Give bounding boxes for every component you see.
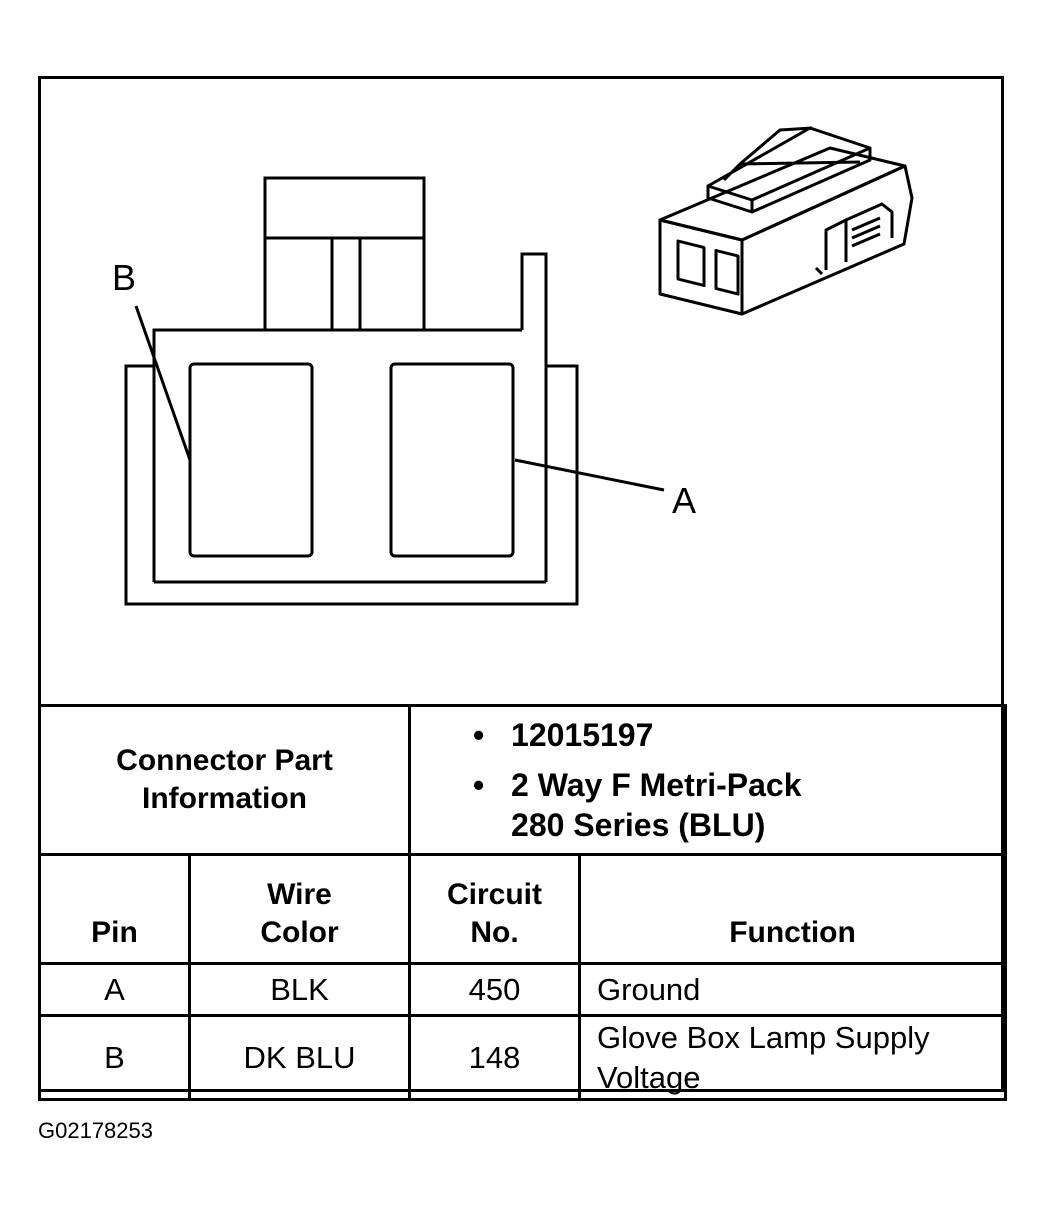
info-label-line: Information (142, 782, 307, 815)
pin-cell: A (38, 962, 191, 1017)
connector-face-view (124, 176, 665, 606)
connector-isometric-view (658, 126, 914, 316)
bullet-icon: • (473, 767, 485, 803)
function-line: Voltage (597, 1059, 701, 1095)
lock-tab (263, 176, 426, 330)
header-circuit-no-line: No. (470, 916, 519, 949)
header-pin-label: Pin (91, 916, 138, 949)
part-number-item: • 12015197 (471, 715, 1004, 755)
header-function: Function (578, 853, 1008, 965)
callout-a: A (672, 480, 696, 521)
table-row: B DK BLU 148 Glove Box Lamp Supply Volta… (38, 1014, 1008, 1101)
connector-part-info-row: Connector Part Information • 12015197 • … (37, 704, 1008, 856)
header-pin: Pin (38, 853, 191, 965)
connector-diagram: B A (112, 126, 914, 606)
connector-type-line: 280 Series (BLU) (511, 807, 766, 843)
column-header-row: Pin Wire Color Circuit No. Function (38, 853, 1008, 965)
iso-cavity-right (714, 248, 740, 296)
callout-b: B (112, 257, 136, 298)
part-number: 12015197 (511, 717, 654, 753)
lock-tab-slot (330, 238, 362, 330)
info-label-line: Connector Part (116, 744, 333, 777)
header-circuit-no: Circuit No. (408, 853, 582, 965)
circuit-cell: 148 (408, 1014, 582, 1101)
leader-line-b (134, 305, 192, 461)
leader-line-a (514, 458, 665, 492)
iso-side-lock (824, 202, 894, 270)
wire-color-cell: BLK (187, 962, 412, 1017)
function-line: Glove Box Lamp Supply (597, 1019, 930, 1055)
latch-post (520, 252, 548, 582)
header-function-label: Function (729, 916, 856, 949)
iso-side-face (741, 164, 914, 316)
inner-body (152, 328, 546, 584)
outer-shroud (124, 364, 579, 606)
function-cell: Ground (578, 962, 1008, 1017)
figure-id: G02178253 (38, 1118, 153, 1143)
connector-type-line: 2 Way F Metri-Pack (511, 767, 802, 803)
circuit-cell: 450 (408, 962, 582, 1017)
connector-info-table: Connector Part Information • 12015197 • … (37, 704, 1008, 1101)
wire-color-cell: DK BLU (187, 1014, 412, 1101)
connector-type-item: • 2 Way F Metri-Pack 280 Series (BLU) (471, 765, 1004, 845)
function-cell: Glove Box Lamp Supply Voltage (578, 1014, 1008, 1101)
table-row: A BLK 450 Ground (38, 962, 1008, 1017)
header-wire-color-line: Color (260, 916, 339, 949)
function-line: Ground (597, 971, 701, 1007)
iso-cavity-left (676, 239, 706, 288)
pin-cell: B (38, 1014, 191, 1101)
header-circuit-no-line: Circuit (447, 878, 543, 911)
header-wire-color: Wire Color (187, 853, 412, 965)
cavity-a (389, 362, 515, 558)
bullet-icon: • (473, 717, 485, 753)
header-wire-color-line: Wire (267, 878, 332, 911)
cavity-b (188, 362, 314, 558)
iso-front-face (658, 218, 744, 316)
connector-part-info-label: Connector Part Information (37, 704, 412, 856)
connector-part-info-values: • 12015197 • 2 Way F Metri-Pack 280 Seri… (408, 704, 1008, 856)
